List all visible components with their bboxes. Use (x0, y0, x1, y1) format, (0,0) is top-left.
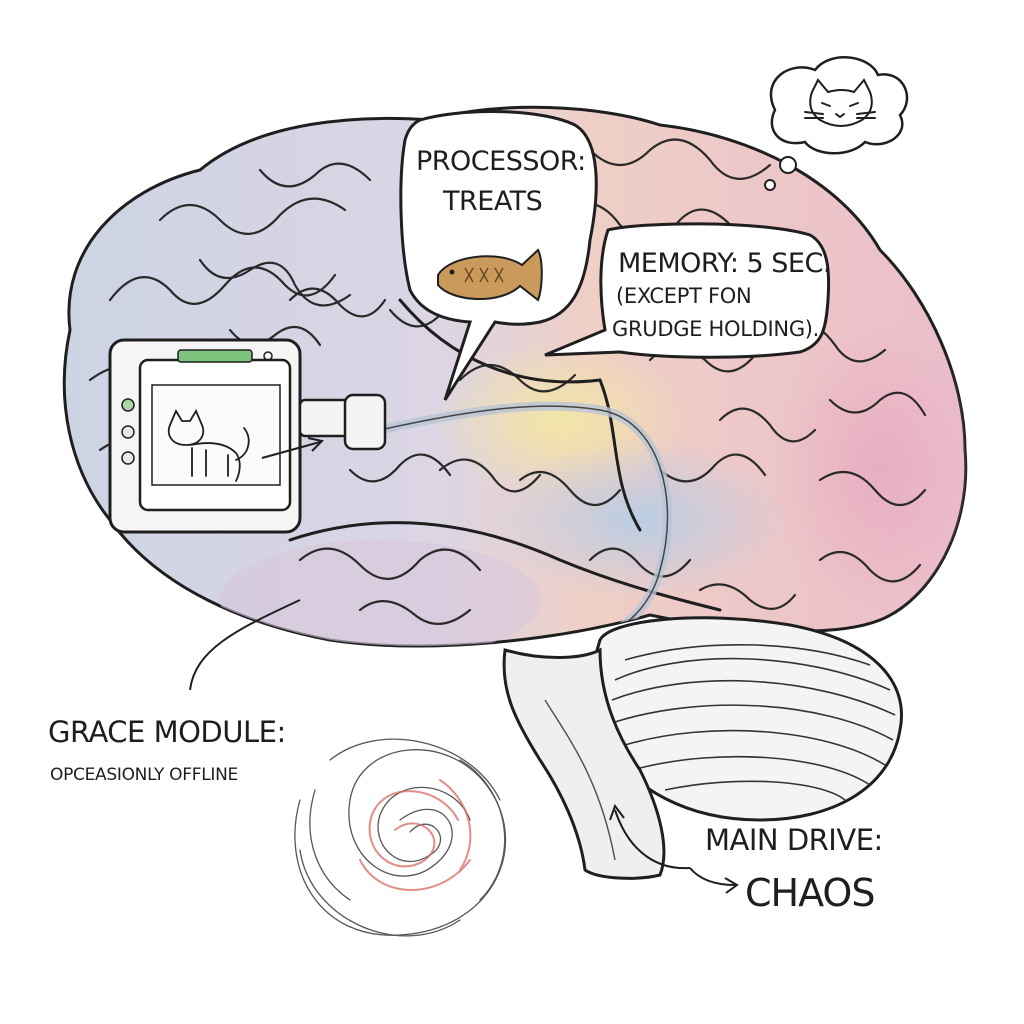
cat-face-thought-icon (765, 57, 907, 190)
memory-value-line2: GRUDGE HOLDING). (612, 317, 819, 341)
grace-label: GRACE MODULE: (48, 715, 286, 749)
processor-label: PROCESSOR: (416, 146, 586, 177)
drive-value: CHAOS (745, 871, 874, 915)
chaos-swirl-icon (295, 739, 506, 936)
drive-label: MAIN DRIVE: (705, 823, 883, 857)
grace-value: OPCEASIONLY OFFLINE (50, 765, 238, 785)
memory-label: MEMORY: 5 SEC. (618, 248, 831, 279)
processor-value: TREATS (442, 186, 542, 217)
screen-green-light (178, 350, 252, 362)
memory-value-line1: (EXCEPT FON (616, 284, 751, 308)
